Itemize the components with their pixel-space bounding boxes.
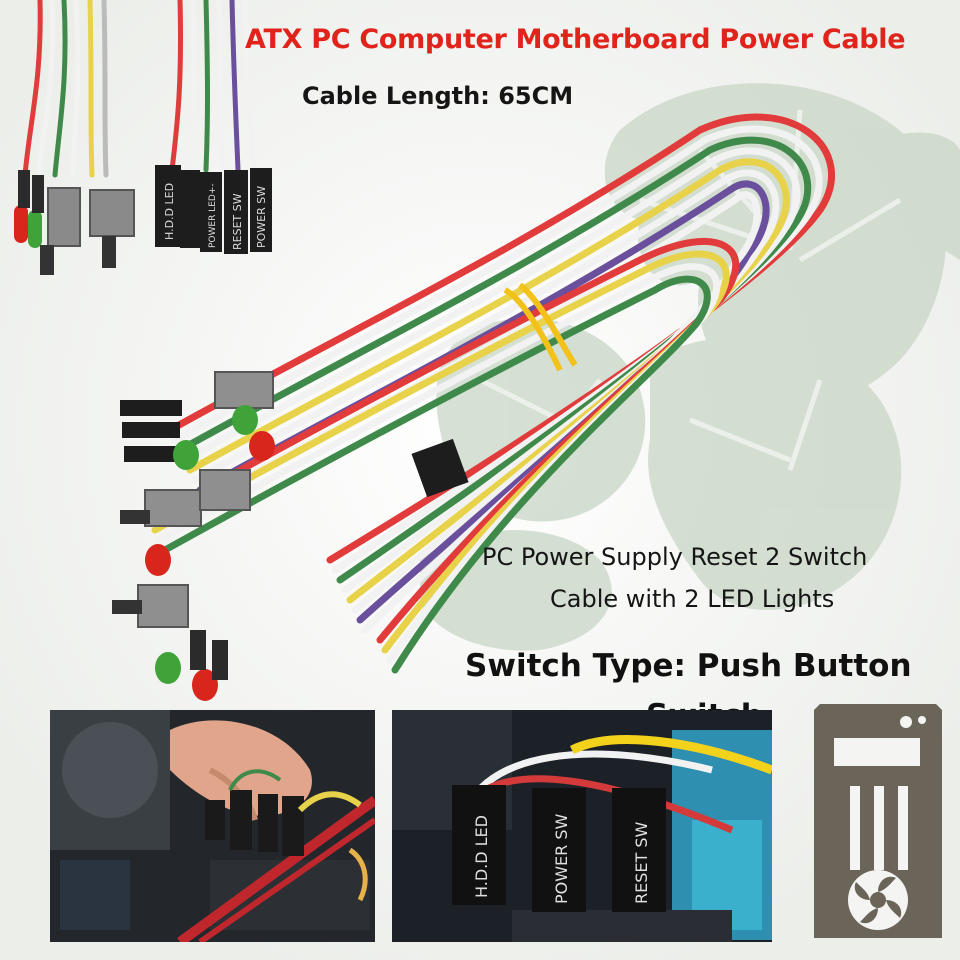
photo-label-power-sw: POWER SW bbox=[552, 813, 571, 904]
connector-detail: H.D.D LED POWER LED+- RESET SW POWER SW bbox=[14, 0, 272, 275]
description-line-1: PC Power Supply Reset 2 Switch bbox=[482, 543, 868, 571]
description-line-2: Cable with 2 LED Lights bbox=[550, 585, 835, 613]
connector-label-power-sw: POWER SW bbox=[255, 186, 268, 248]
install-photo-hand bbox=[50, 710, 375, 942]
product-title: ATX PC Computer Motherboard Power Cable bbox=[245, 24, 906, 55]
connector-label-reset: RESET SW bbox=[231, 193, 244, 250]
cable-length: Cable Length: 65CM bbox=[302, 82, 574, 110]
cooling-fan-icon bbox=[848, 870, 908, 930]
pc-case-icon bbox=[814, 704, 942, 938]
connector-label-hdd: H.D.D LED bbox=[163, 183, 176, 240]
photo-label-hdd: H.D.D LED bbox=[472, 815, 491, 898]
switch-type-line-1: Switch Type: Push Button bbox=[465, 648, 912, 684]
connector-label-power-led: POWER LED+- bbox=[208, 183, 218, 248]
photo-label-reset-sw: RESET SW bbox=[632, 821, 651, 904]
install-photo-header: H.D.D LED POWER SW RESET SW bbox=[392, 710, 772, 942]
